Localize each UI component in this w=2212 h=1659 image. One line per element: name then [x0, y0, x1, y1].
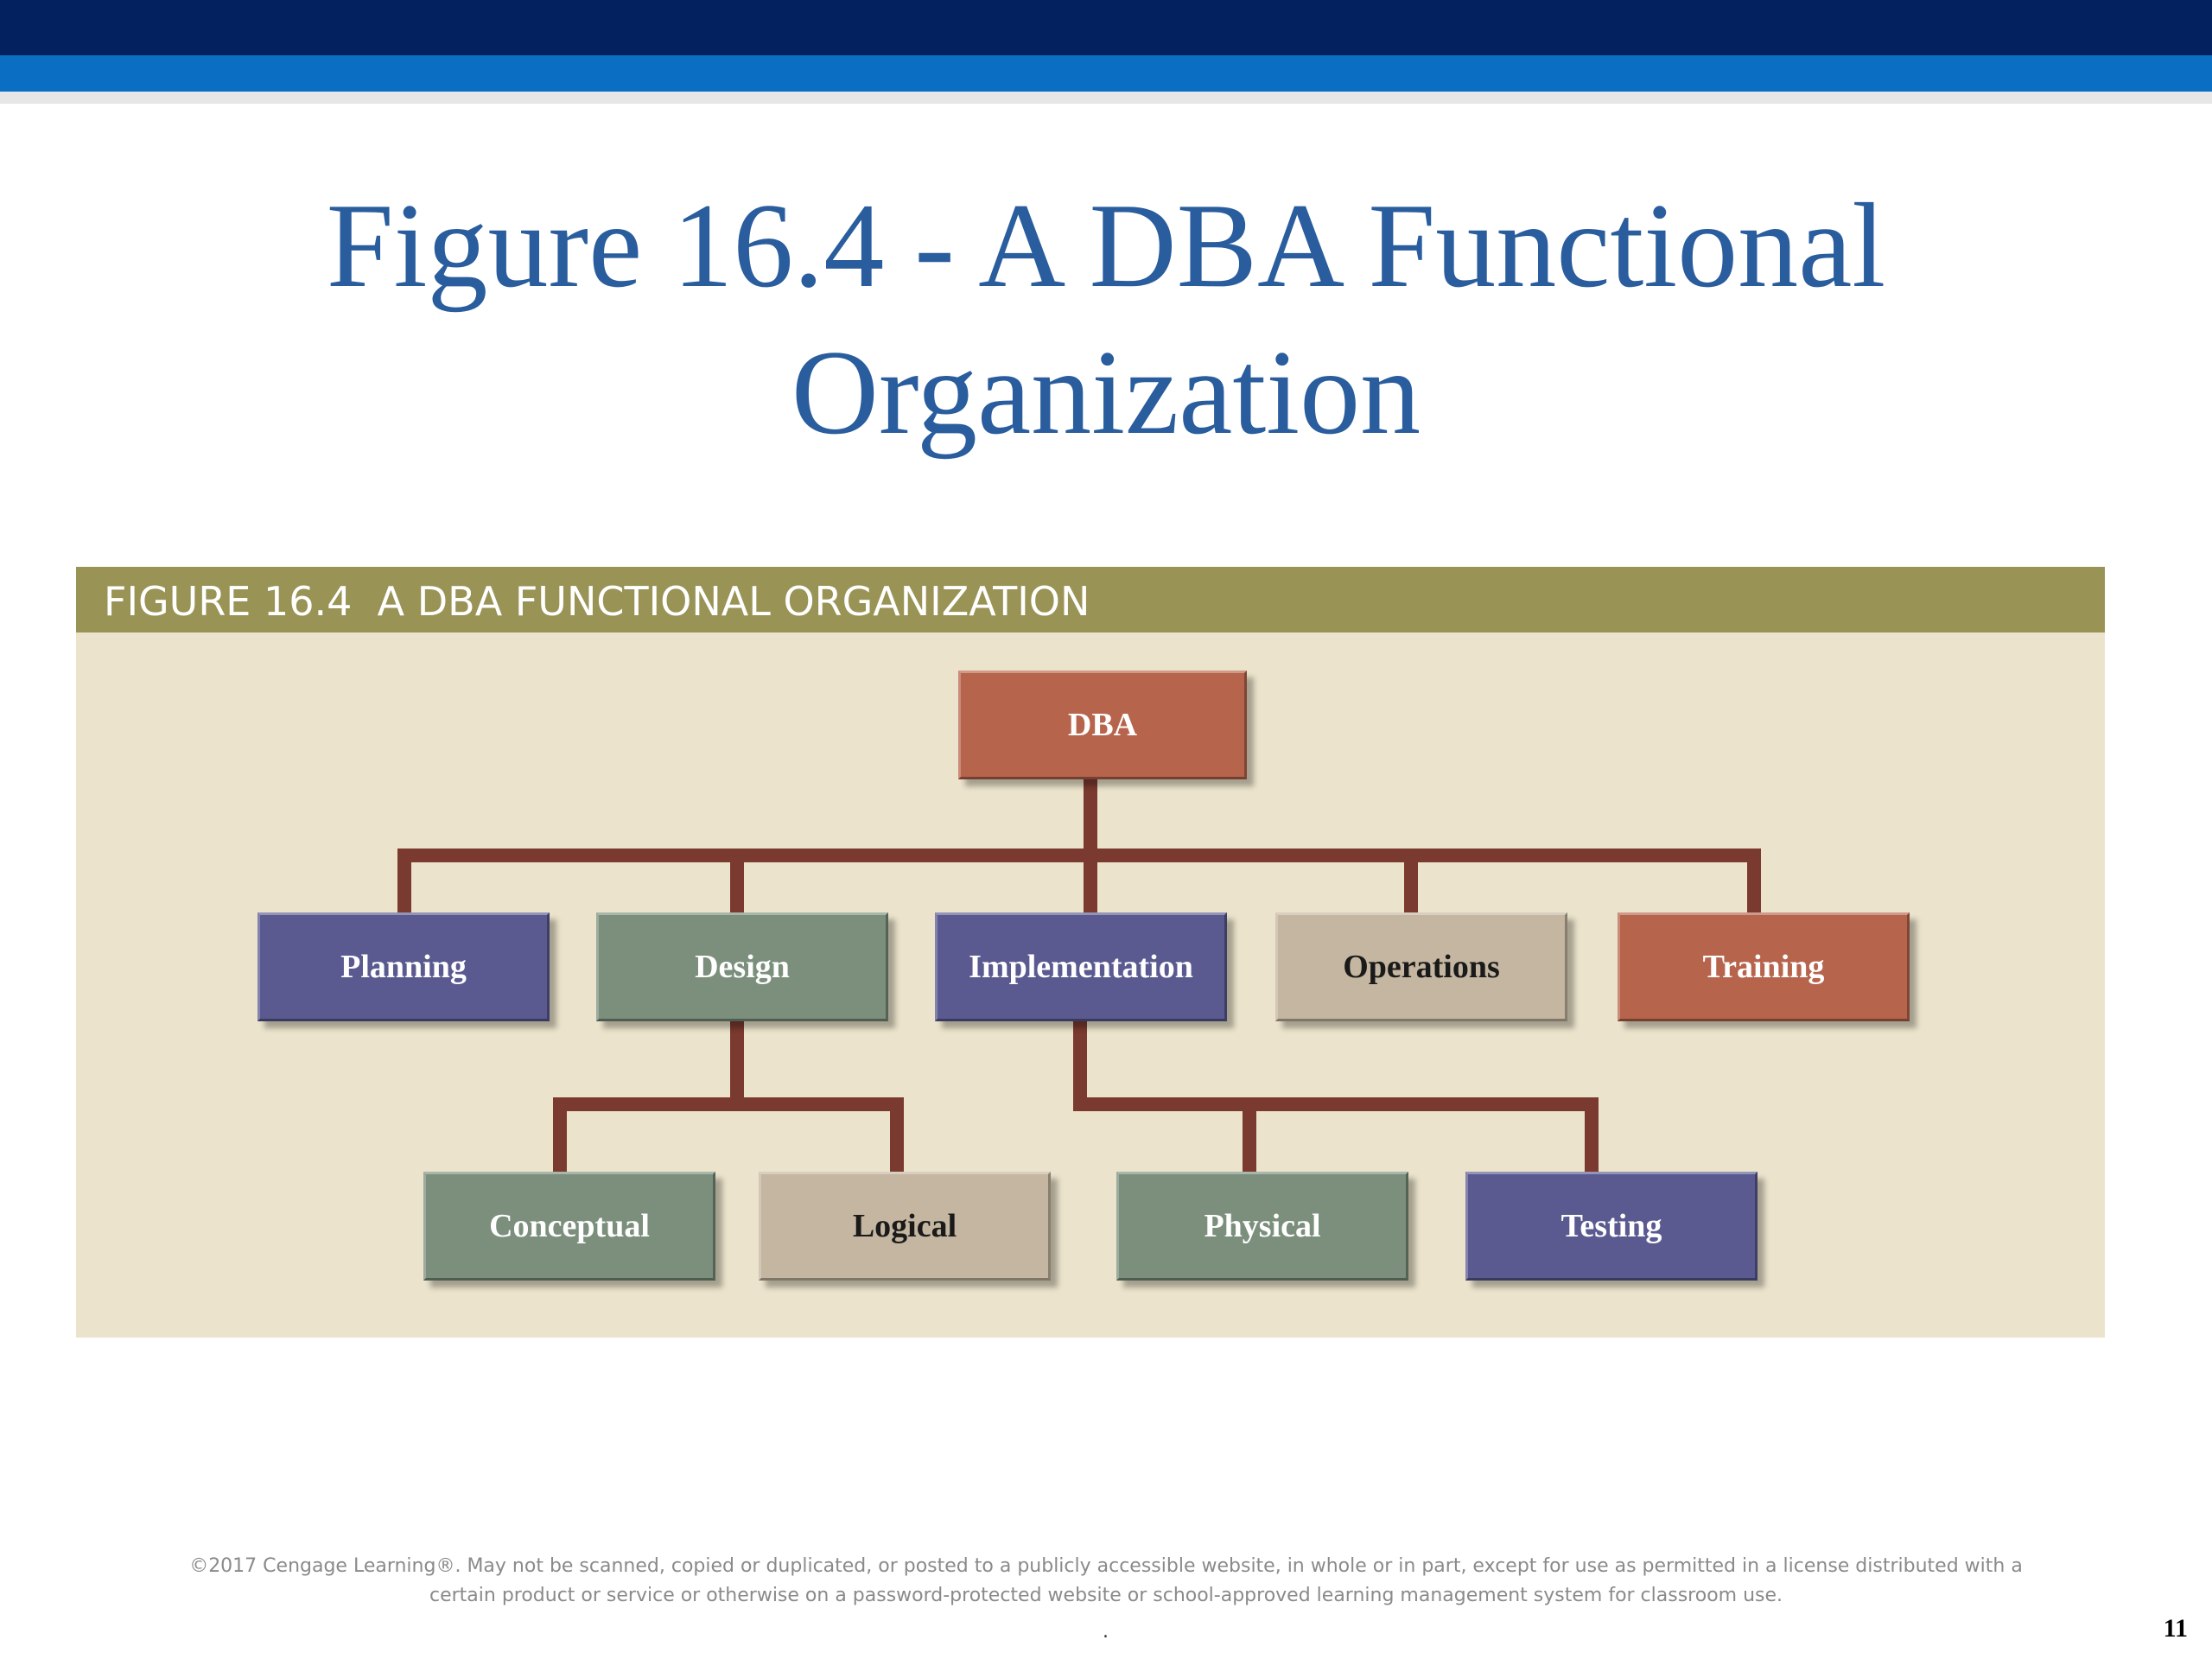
- header-band-blue: [0, 55, 2212, 92]
- node-testing: Testing: [1465, 1172, 1758, 1281]
- copyright-line-2: certain product or service or otherwise …: [429, 1585, 1783, 1606]
- node-training: Training: [1618, 912, 1910, 1021]
- slide-title: Figure 16.4 - A DBA Functional Organizat…: [173, 173, 2039, 467]
- node-testing-label: Testing: [1560, 1208, 1662, 1244]
- node-conceptual-label: Conceptual: [489, 1208, 650, 1244]
- footer-dot: .: [1103, 1621, 1109, 1643]
- node-logical-label: Logical: [852, 1208, 957, 1244]
- slide-title-line-1: Figure 16.4 - A DBA Functional: [326, 179, 1886, 313]
- node-training-label: Training: [1702, 949, 1825, 985]
- node-implementation: Implementation: [935, 912, 1227, 1021]
- node-implementation-label: Implementation: [969, 949, 1193, 985]
- figure-caption: FIGURE 16.4 A DBA FUNCTIONAL ORGANIZATIO…: [104, 578, 1090, 625]
- node-operations: Operations: [1275, 912, 1567, 1021]
- node-dba-label: DBA: [1067, 707, 1138, 743]
- node-dba: DBA: [958, 671, 1247, 779]
- node-logical: Logical: [759, 1172, 1051, 1281]
- node-physical-label: Physical: [1204, 1208, 1321, 1244]
- copyright-footer: ©2017 Cengage Learning®. May not be scan…: [121, 1552, 2091, 1611]
- node-operations-label: Operations: [1343, 949, 1500, 985]
- header-band-gray: [0, 92, 2212, 104]
- slide-title-line-2: Organization: [791, 326, 1421, 460]
- figure-caption-bar: FIGURE 16.4 A DBA FUNCTIONAL ORGANIZATIO…: [76, 567, 2105, 632]
- org-chart-connectors: [397, 776, 1761, 1179]
- node-planning: Planning: [257, 912, 550, 1021]
- node-design-label: Design: [695, 949, 790, 985]
- copyright-line-1: ©2017 Cengage Learning®. May not be scan…: [189, 1555, 2023, 1577]
- node-conceptual: Conceptual: [423, 1172, 715, 1281]
- header-band-dark: [0, 0, 2212, 55]
- node-design: Design: [596, 912, 888, 1021]
- node-planning-label: Planning: [340, 949, 467, 985]
- figure-panel: FIGURE 16.4 A DBA FUNCTIONAL ORGANIZATIO…: [76, 567, 2105, 1338]
- slide-number: 11: [2163, 1614, 2188, 1643]
- node-physical: Physical: [1116, 1172, 1408, 1281]
